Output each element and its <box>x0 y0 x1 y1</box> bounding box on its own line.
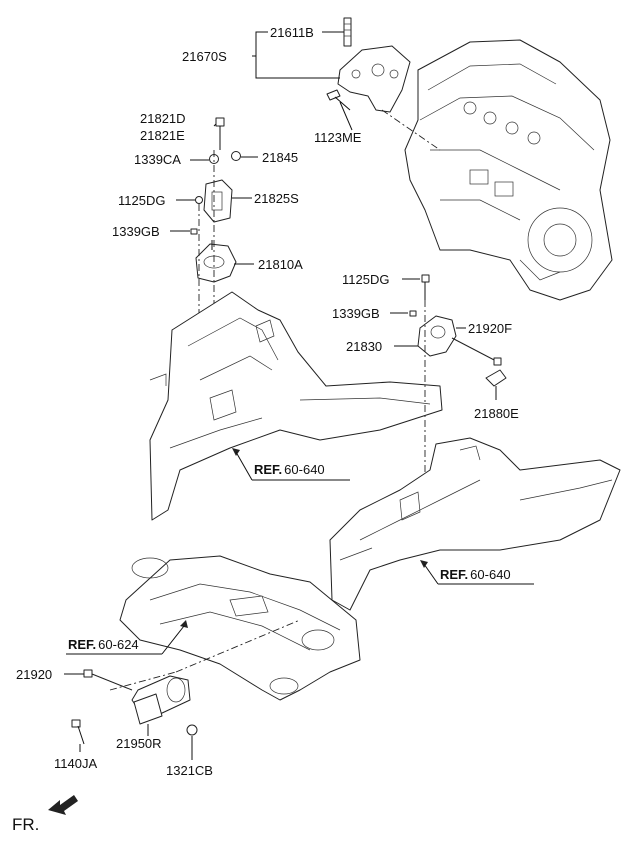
ref-prefix: REF. <box>68 637 96 652</box>
ref-callout-60-640-lower: REF.60-640 <box>420 560 534 585</box>
bracket-21880e <box>485 369 507 387</box>
label-21950r: 21950R <box>116 736 162 751</box>
label-21821d: 21821D <box>140 111 186 126</box>
mount-21830 <box>417 315 457 357</box>
label-21821e: 21821E <box>140 128 185 143</box>
label-1321cb: 1321CB <box>166 763 213 778</box>
arrow-left-down-icon <box>48 795 78 815</box>
label-1125dg-left: 1125DG <box>118 193 165 208</box>
mount-21810a <box>195 240 237 283</box>
ref-prefix: REF. <box>440 567 468 582</box>
front-label: FR. <box>12 815 39 834</box>
right-frame-rail <box>329 437 621 611</box>
ref-number: 60-640 <box>284 462 324 477</box>
left-frame-rail <box>149 291 443 521</box>
ref-number: 60-624 <box>98 637 138 652</box>
nut-1339gb-right <box>409 310 417 317</box>
ref-callout-60-640-upper: REF.60-640 <box>232 448 350 481</box>
front-direction-marker: FR. <box>12 795 78 834</box>
roll-stop-21950r <box>131 675 191 725</box>
label-1140ja: 1140JA <box>54 756 97 771</box>
front-subframe <box>119 555 361 701</box>
svg-text:REF.60-624: REF.60-624 <box>68 637 139 652</box>
bolt-21920 <box>83 669 133 691</box>
bolt-21920f <box>451 337 502 366</box>
label-21670s: 21670S <box>182 49 227 64</box>
engine-bracket-21670s <box>326 17 411 113</box>
svg-text:REF.60-640: REF.60-640 <box>254 462 325 477</box>
ref-number: 60-640 <box>470 567 510 582</box>
ref-callout-60-624: REF.60-624 <box>66 620 188 655</box>
bolt-1125dg-left <box>195 196 203 204</box>
nut-1321cb <box>186 724 198 736</box>
bolt-1125dg-right <box>421 274 430 300</box>
svg-text:REF.60-640: REF.60-640 <box>440 567 511 582</box>
leader-lines <box>64 31 497 760</box>
label-21810a: 21810A <box>258 257 303 272</box>
bolt-1140ja <box>71 719 85 745</box>
label-1339gb-left: 1339GB <box>112 224 160 239</box>
label-1339ca: 1339CA <box>134 152 181 167</box>
bracket-21825s <box>203 179 233 223</box>
label-21920: 21920 <box>16 667 52 682</box>
nut-21845 <box>231 151 241 161</box>
engine-block <box>404 39 613 301</box>
label-21920f: 21920F <box>468 321 512 336</box>
label-1125dg-right: 1125DG <box>342 272 389 287</box>
bolt-21821d <box>215 117 225 150</box>
label-21611b: 21611B <box>270 25 314 40</box>
label-1339gb-right: 1339GB <box>332 306 380 321</box>
nut-1339gb-left <box>190 228 198 235</box>
label-1123me: 1123ME <box>314 130 362 145</box>
label-21825s: 21825S <box>254 191 299 206</box>
ref-prefix: REF. <box>254 462 282 477</box>
label-21845: 21845 <box>262 150 298 165</box>
label-21880e: 21880E <box>474 406 519 421</box>
label-21830: 21830 <box>346 339 382 354</box>
